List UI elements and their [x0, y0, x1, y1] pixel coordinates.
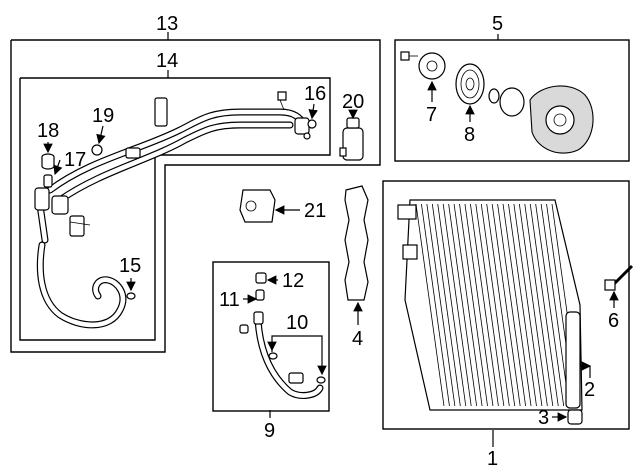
- receiver-2: [565, 311, 581, 409]
- condenser-1: [397, 199, 583, 411]
- cap-18: [41, 153, 55, 170]
- valve-core-17: [43, 174, 53, 188]
- condenser-fin: [442, 203, 472, 407]
- condenser-fin: [426, 203, 456, 407]
- callout-6: 6: [608, 310, 619, 332]
- clutch-hub-7: [418, 52, 446, 80]
- seal-4: [344, 185, 369, 301]
- callout-labels: 1 2 3 4 5 6 7 8 9 10 11 12 13 14 15 16 1…: [37, 13, 619, 470]
- condenser-fin: [464, 203, 494, 407]
- o-ring-16: [303, 119, 317, 140]
- condenser-fin: [540, 203, 570, 407]
- cap-19: [91, 144, 103, 156]
- callout-10: 10: [286, 312, 308, 334]
- box-9-liquid-line: [212, 261, 330, 412]
- callout-13: 13: [156, 13, 178, 35]
- callout-21: 21: [304, 200, 326, 222]
- callout-4: 4: [352, 328, 363, 350]
- callout-16: 16: [304, 83, 326, 105]
- callout-1: 1: [487, 448, 498, 470]
- plug-3: [567, 409, 583, 425]
- bracket-21: [239, 189, 276, 223]
- condenser-fin: [497, 203, 526, 407]
- callout-8: 8: [464, 124, 475, 146]
- receiver-drier-20: [339, 117, 364, 161]
- callout-17: 17: [64, 149, 86, 171]
- callout-9: 9: [264, 420, 275, 442]
- condenser-fin: [524, 203, 554, 407]
- bolt-6: [604, 264, 634, 291]
- o-ring-15: [126, 292, 136, 300]
- callout-11: 11: [219, 289, 240, 311]
- leader-lines: [43, 32, 619, 447]
- condenser-fin: [480, 203, 510, 407]
- condenser-fin: [508, 203, 537, 407]
- callout-15: 15: [119, 255, 141, 277]
- condenser-fin: [448, 203, 478, 407]
- compressor: [529, 85, 594, 154]
- callout-5: 5: [492, 13, 503, 35]
- condenser-fin: [431, 203, 461, 407]
- liquid-line-9: [253, 311, 324, 399]
- condenser-fin: [513, 203, 543, 407]
- callout-3: 3: [538, 407, 549, 429]
- condenser-fin: [415, 203, 445, 407]
- snap-ring: [488, 88, 500, 104]
- condenser-fin: [502, 203, 532, 407]
- condenser-fin: [518, 203, 548, 407]
- callout-18: 18: [37, 120, 59, 142]
- pulley-8: [455, 63, 485, 105]
- condenser-fin: [535, 203, 565, 407]
- valve-11: [255, 289, 265, 301]
- condenser-fin: [529, 203, 559, 407]
- box-13-hose-assembly: [10, 39, 381, 353]
- box-1-condenser: [382, 180, 630, 430]
- suction-discharge-hoses: [34, 91, 310, 329]
- condenser-fin: [475, 203, 505, 407]
- condenser-fin: [470, 203, 499, 407]
- condenser-fin: [491, 203, 521, 407]
- callout-14: 14: [156, 50, 178, 72]
- condenser-fin: [437, 203, 467, 407]
- box-5-compressor: [394, 39, 630, 162]
- bolt-part-5: [400, 51, 418, 61]
- condenser-fin: [486, 203, 516, 407]
- cap-12: [255, 272, 267, 284]
- callout-2: 2: [584, 379, 595, 401]
- callout-12: 12: [282, 270, 304, 292]
- condenser-fin: [421, 203, 450, 407]
- callout-20: 20: [342, 91, 364, 113]
- condenser-fin: [459, 203, 488, 407]
- callout-19: 19: [92, 105, 114, 127]
- coil: [499, 87, 525, 117]
- o-ring-10: [268, 352, 326, 384]
- cap-small: [239, 324, 249, 334]
- callout-7: 7: [426, 104, 437, 126]
- condenser-fin: [453, 203, 483, 407]
